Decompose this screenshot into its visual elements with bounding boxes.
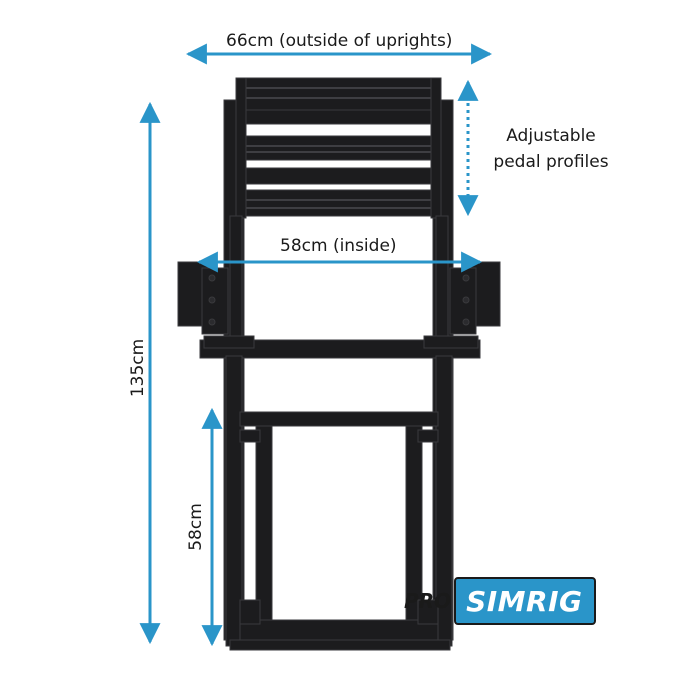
pedal-adjust-line2: pedal profiles — [493, 152, 609, 172]
base-height-label: 58cm — [186, 503, 206, 551]
rig-frame — [177, 77, 501, 651]
total-height-label: 135cm — [128, 338, 148, 398]
outside-width-label: 66cm (outside of uprights) — [226, 31, 453, 51]
logo-name: SIMRIG — [454, 577, 597, 625]
pedal-adjust-label: Adjustable pedal profiles — [486, 123, 616, 175]
inside-width-label: 58cm (inside) — [280, 236, 397, 256]
logo-prefix: PRO — [404, 589, 452, 613]
dimension-lines — [139, 43, 493, 647]
pedal-adjust-line1: Adjustable — [506, 126, 596, 146]
prosimrig-logo: PRO SIMRIG — [404, 576, 597, 626]
